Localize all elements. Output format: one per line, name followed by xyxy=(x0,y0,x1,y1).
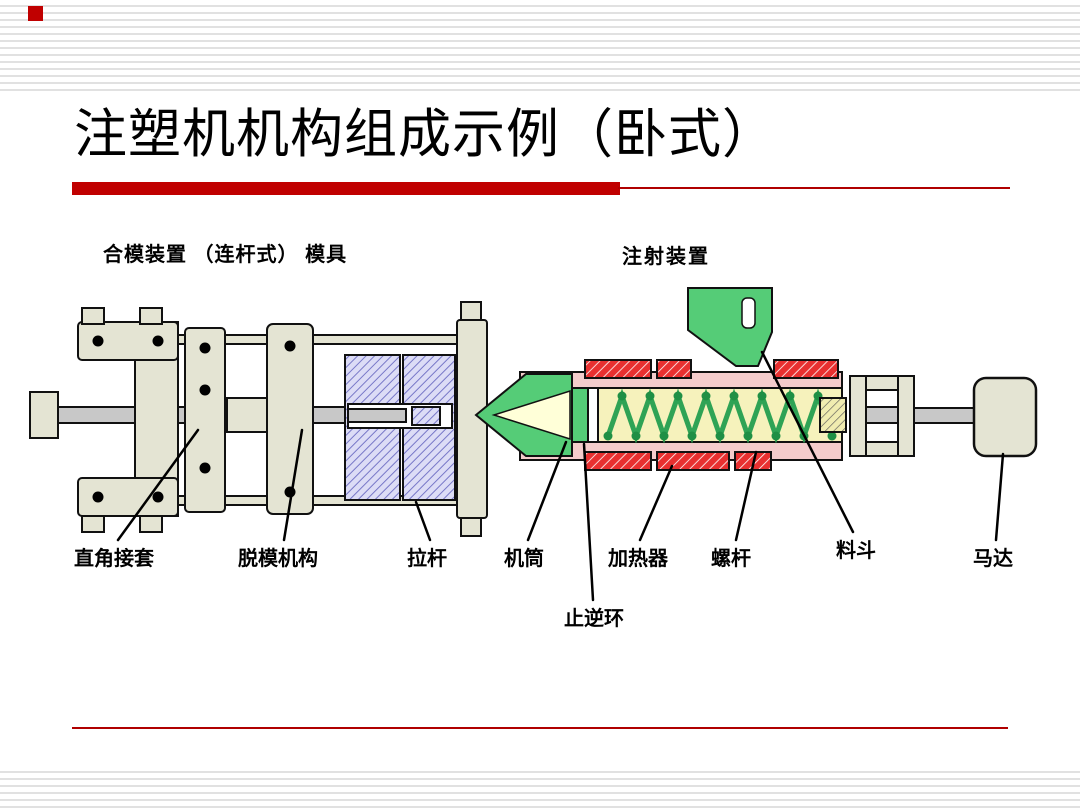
title-underline-bar xyxy=(72,182,620,195)
label-tie-bar: 拉杆 xyxy=(407,548,447,570)
hopper-shape xyxy=(687,287,773,367)
motor-shape xyxy=(972,376,1038,458)
label-right-angle-sleeve: 直角接套 xyxy=(74,548,154,570)
label-screw: 螺杆 xyxy=(711,548,751,570)
red-square-accent xyxy=(28,6,43,21)
top-stripe-band xyxy=(0,0,1080,96)
label-check-ring: 止逆环 xyxy=(564,608,624,630)
label-motor: 马达 xyxy=(973,548,1013,570)
label-clamping-unit: 合模装置 （连杆式） 模具 xyxy=(103,244,348,266)
label-barrel: 机筒 xyxy=(504,548,544,570)
label-injection-unit: 注射装置 xyxy=(622,246,710,268)
check-ring-shape xyxy=(571,387,589,443)
bottom-stripe-band xyxy=(0,766,1080,810)
slide-title: 注塑机机构组成示例（卧式） xyxy=(74,106,776,164)
drive-unit xyxy=(819,375,1038,458)
title-underline-line xyxy=(618,187,1010,189)
label-heater: 加热器 xyxy=(608,548,668,570)
label-hopper: 料斗 xyxy=(836,540,876,562)
leader-lines xyxy=(116,350,1005,602)
injection-unit xyxy=(474,359,843,471)
label-demolding-mechanism: 脱模机构 xyxy=(238,548,318,570)
footer-rule xyxy=(72,727,1008,729)
clamping-unit xyxy=(29,307,460,533)
mold xyxy=(344,301,488,537)
